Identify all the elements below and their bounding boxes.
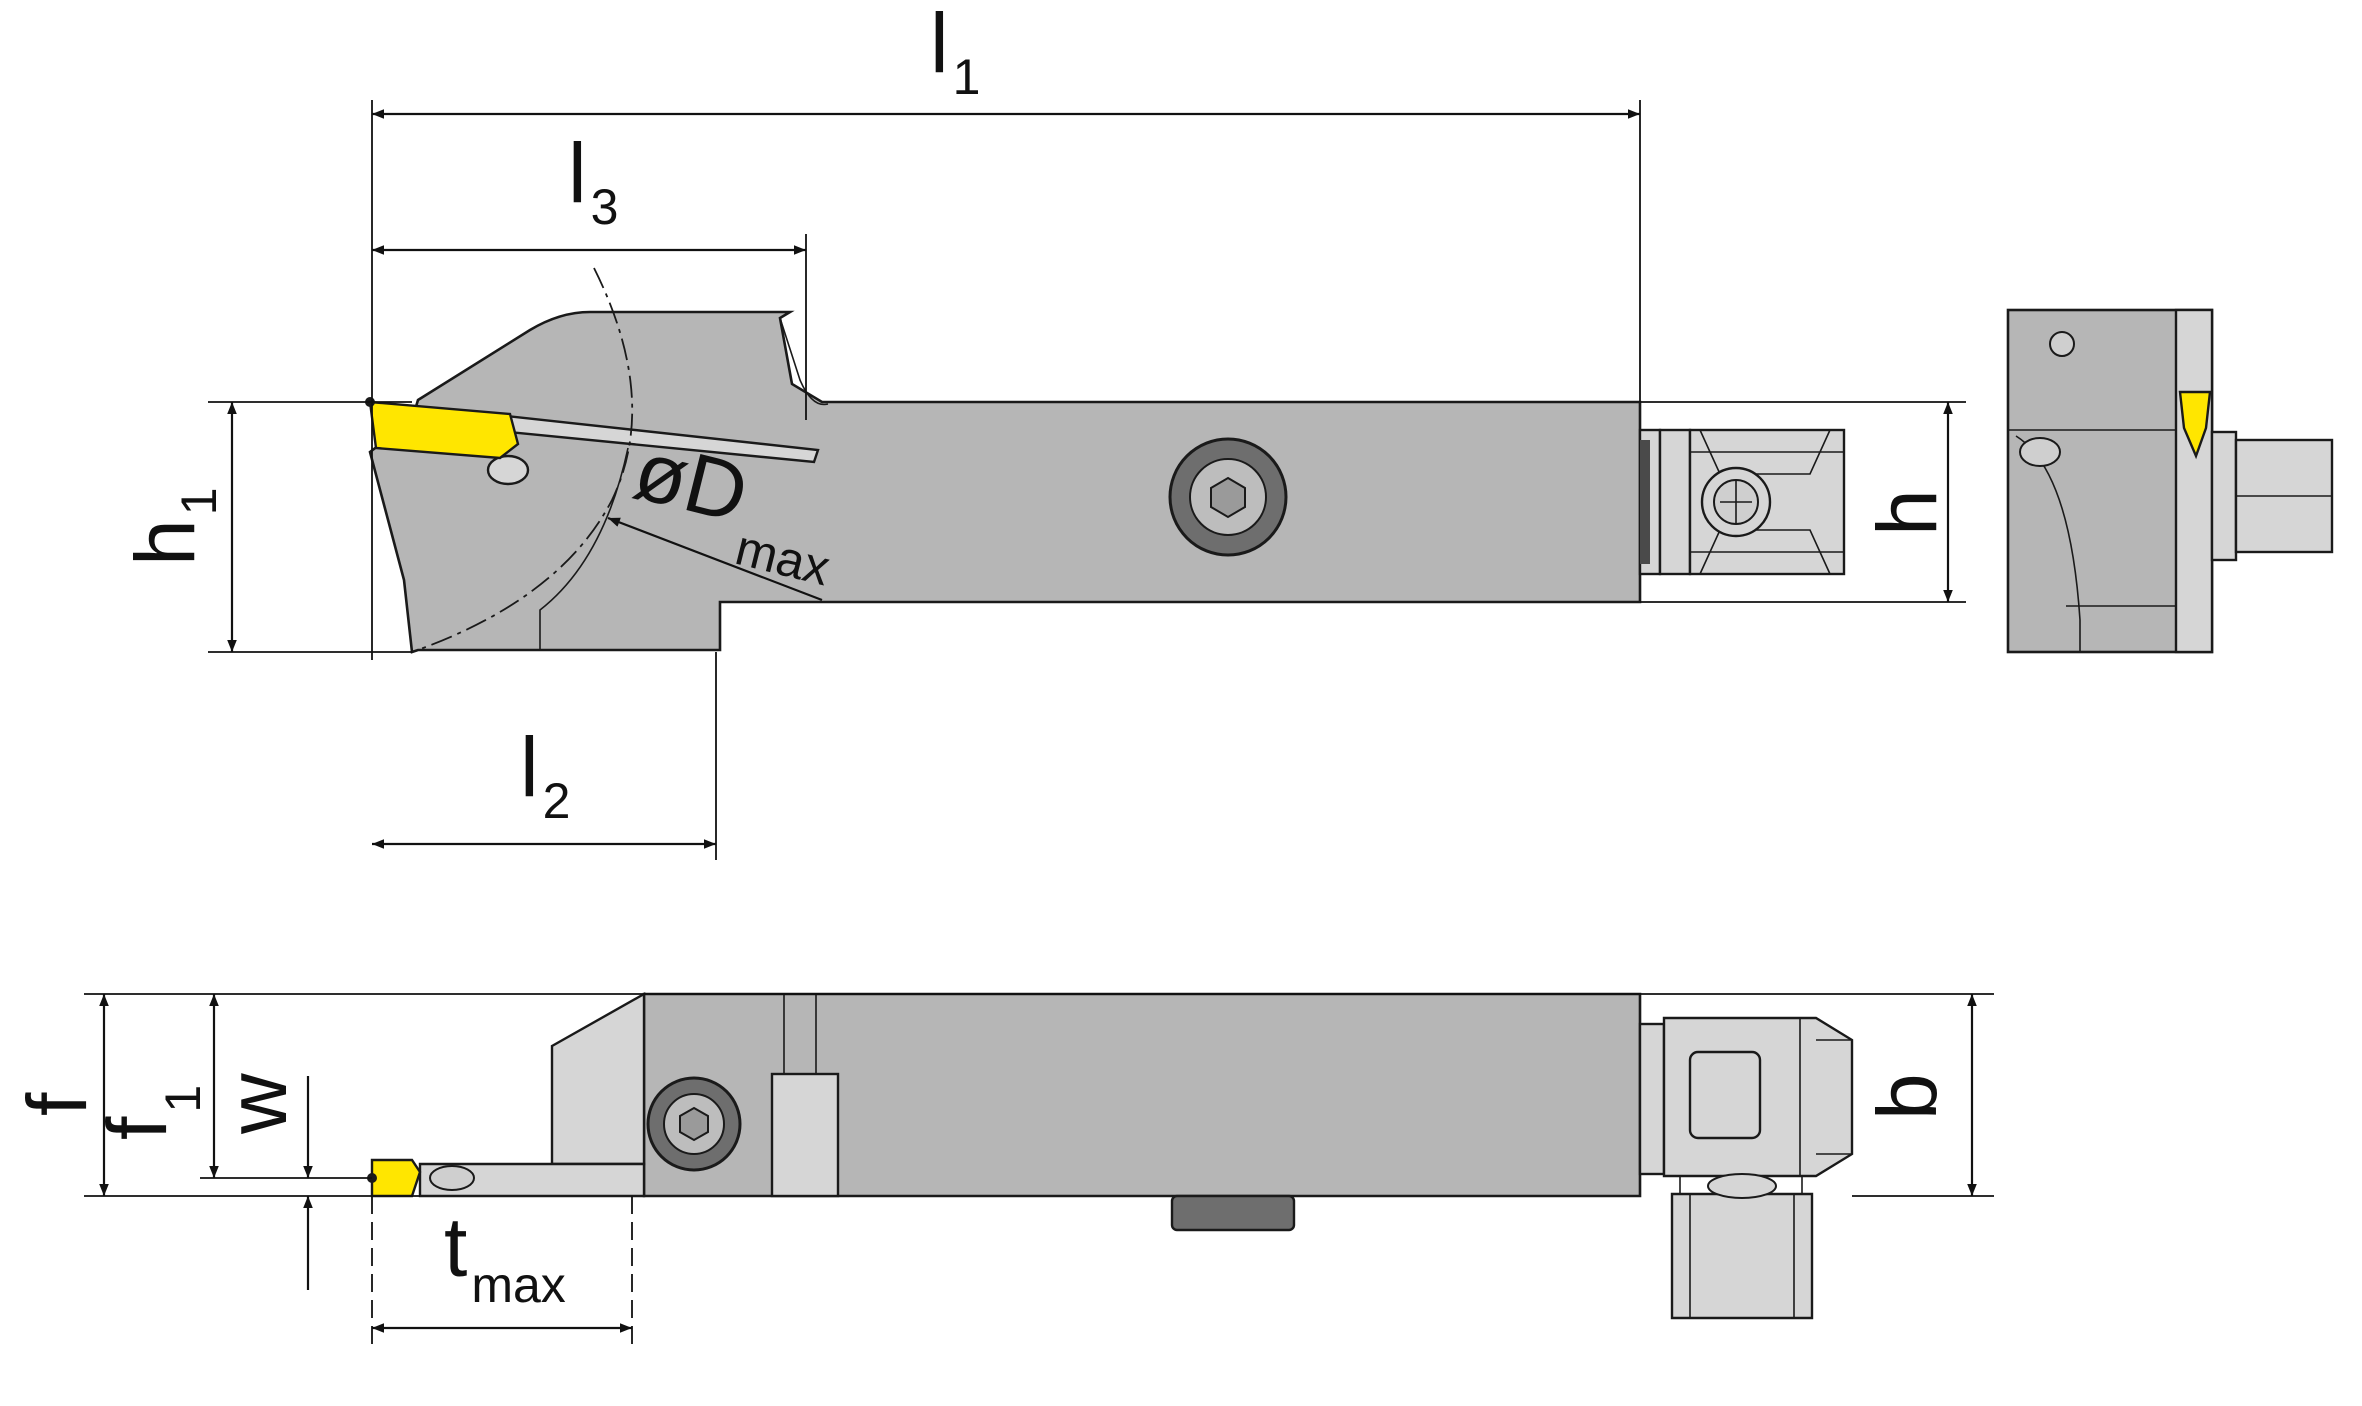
top-insert <box>370 1158 422 1198</box>
label-f: f <box>10 1092 104 1116</box>
label-l3: l3 <box>568 126 618 235</box>
clamp-hole <box>486 454 530 486</box>
inner-curve <box>539 447 629 650</box>
dim-dmax <box>607 516 823 602</box>
label-w: w <box>210 1073 304 1135</box>
coolant-fitting-top <box>1638 1016 1854 1320</box>
hex-socket-icon <box>1210 476 1246 519</box>
body-notch <box>779 317 829 406</box>
side-view <box>365 267 1846 654</box>
coolant-adapter-side <box>1638 428 1846 576</box>
label-l2: l2 <box>520 720 570 829</box>
end-view-insert <box>2178 390 2212 460</box>
end-view-pocket <box>2019 437 2061 467</box>
label-h: h <box>1860 489 1954 536</box>
label-tmax: tmax <box>444 1200 566 1313</box>
grooving-insert <box>368 400 520 460</box>
top-hex-socket-icon <box>679 1106 709 1142</box>
top-view <box>367 991 1854 1320</box>
label-b: b <box>1860 1073 1954 1120</box>
head-wedge <box>550 991 646 1166</box>
label-h1: h1 <box>118 487 227 566</box>
dimension-lines <box>84 100 1994 1346</box>
end-view-adapter <box>2210 430 2238 562</box>
diameter-arc <box>411 267 634 653</box>
end-view <box>2006 308 2334 654</box>
blade-shank <box>418 1162 646 1198</box>
label-f1: f1 <box>90 1085 211 1140</box>
holder-body-side <box>368 310 1642 654</box>
label-l1: l1 <box>930 0 980 105</box>
end-view-hole <box>2049 331 2075 357</box>
bottom-key <box>1170 1194 1296 1232</box>
